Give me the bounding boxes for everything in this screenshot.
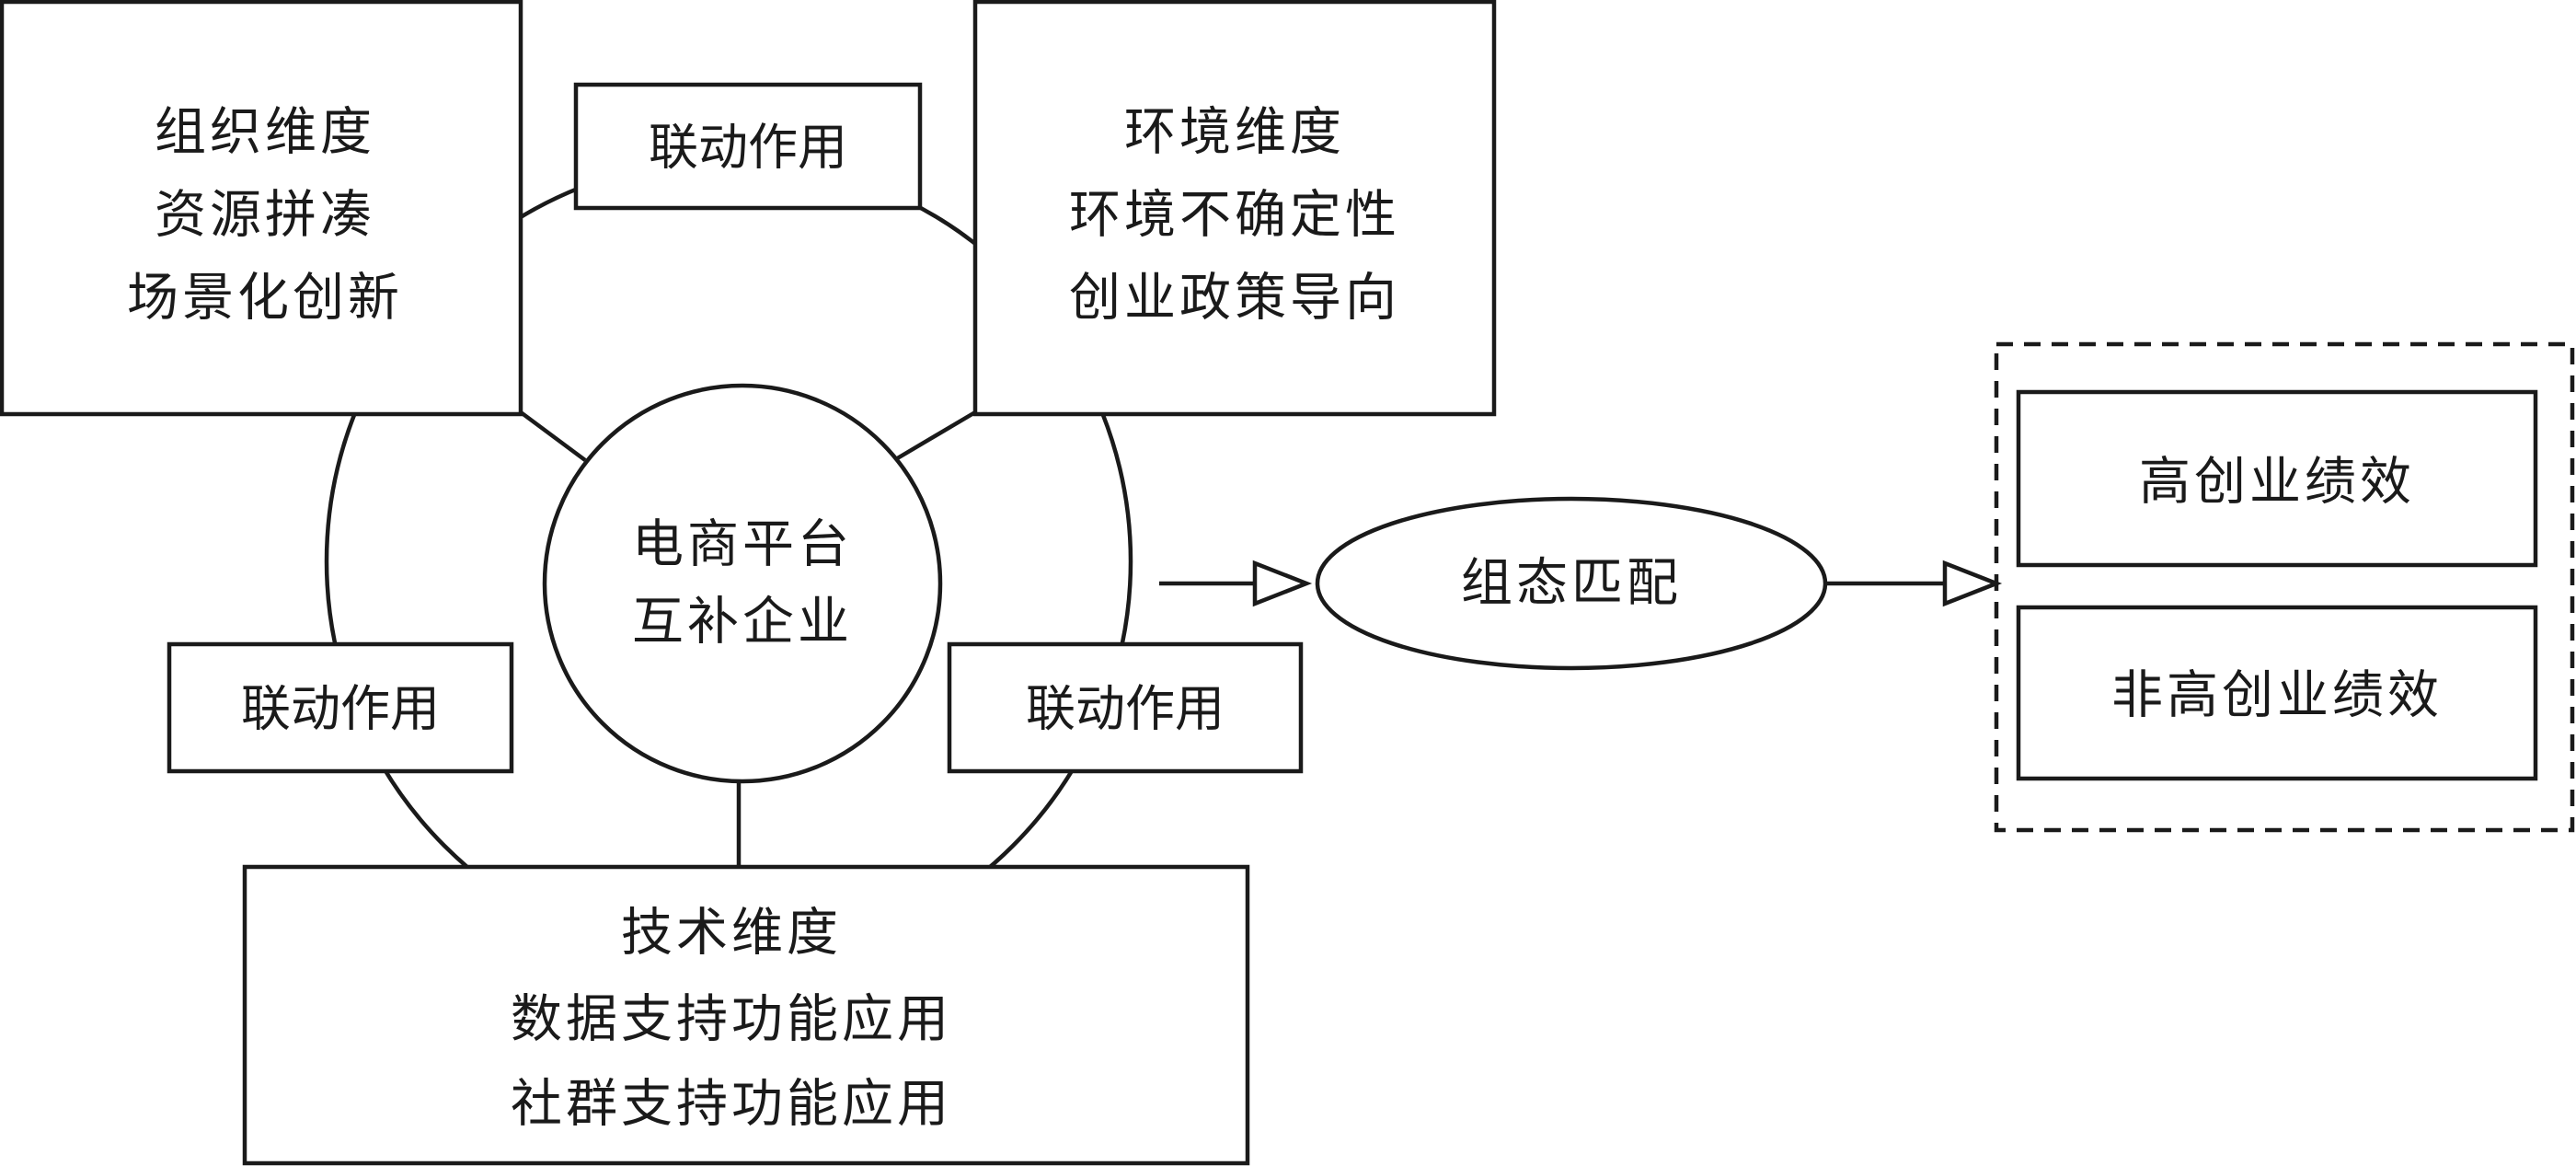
- linkage-right-label: 联动作用: [1026, 680, 1225, 738]
- organization-item-1: 资源拼凑: [155, 186, 375, 246]
- center-label-line2: 互补企业: [632, 593, 853, 652]
- technology-item-1: 数据支持功能应用: [511, 990, 952, 1050]
- organization-box: [0, 0, 523, 417]
- config-match-label: 组态匹配: [1461, 554, 1682, 614]
- outcome-not-high-box: [2016, 605, 2538, 781]
- arrow-to-outcomes-head: [1942, 560, 2003, 607]
- outcome-not-high-label: 非高创业绩效: [2111, 666, 2443, 726]
- technology-title: 技术维度: [621, 904, 842, 964]
- linkage-left-label: 联动作用: [241, 680, 440, 738]
- arrow-to-config-head: [1252, 560, 1313, 607]
- center-node: [542, 383, 943, 784]
- linkage-right-box: [947, 641, 1304, 774]
- technology-item-2: 社群支持功能应用: [511, 1075, 952, 1135]
- linkage-left-box: [167, 641, 514, 774]
- environment-item-1: 环境不确定性: [1069, 186, 1400, 246]
- spoke-organization: [519, 410, 587, 462]
- outcomes-container: [1994, 341, 2575, 833]
- environment-title: 环境维度: [1124, 103, 1345, 163]
- organization-title: 组织维度: [155, 103, 375, 163]
- outcome-high-box: [2016, 389, 2538, 568]
- technology-box: [242, 864, 1250, 1166]
- linkage-top-label: 联动作用: [649, 119, 847, 177]
- spoke-environment: [892, 410, 977, 462]
- outcome-high-label: 高创业绩效: [2139, 453, 2415, 513]
- linkage-top-box: [573, 82, 923, 211]
- environment-box: [972, 0, 1497, 417]
- environment-item-2: 创业政策导向: [1069, 269, 1400, 329]
- center-label-line1: 电商平台: [632, 515, 853, 575]
- organization-item-2: 场景化创新: [127, 269, 403, 329]
